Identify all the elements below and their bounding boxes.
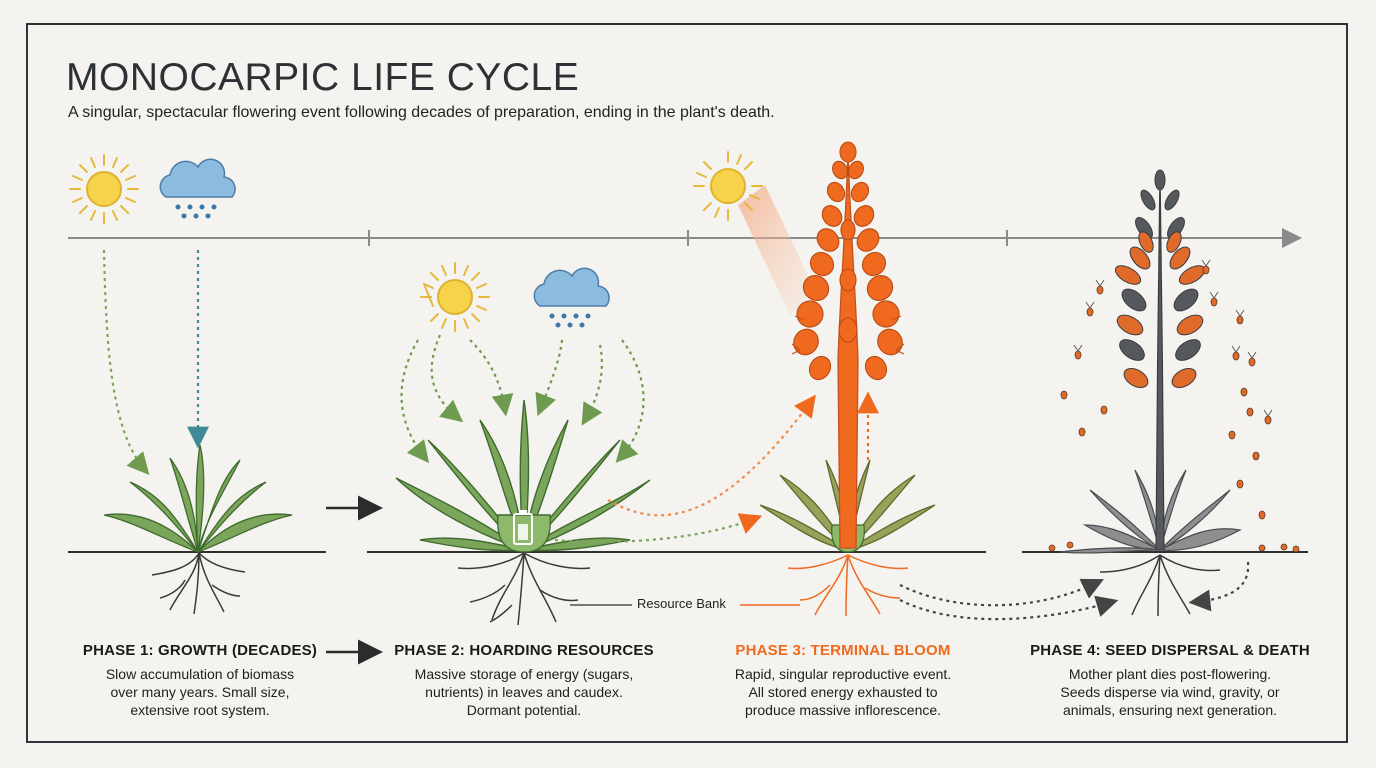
phase-1-caption: PHASE 1: GROWTH (DECADES) Slow accumulat… xyxy=(50,642,350,719)
energy-transfer-arrow xyxy=(607,394,816,517)
seed-dispersal-arrow xyxy=(899,578,1104,607)
battery-icon xyxy=(513,510,533,545)
phase-4-description: Mother plant dies post-flowering. Seeds … xyxy=(1060,666,1280,718)
dispersing-seeds xyxy=(1048,265,1300,553)
phase-3-description: Rapid, singular reproductive event. All … xyxy=(734,666,952,718)
phase-3-heading: PHASE 3: TERMINAL BLOOM xyxy=(735,642,951,659)
phase-2-heading: PHASE 2: HOARDING RESOURCES xyxy=(394,642,654,659)
diagram-frame xyxy=(26,23,1348,743)
timeline-axis xyxy=(68,228,1302,248)
phase-4-heading: PHASE 4: SEED DISPERSAL & DEATH xyxy=(1030,642,1310,659)
phase-1-description: Slow accumulation of biomass over many y… xyxy=(105,666,295,718)
terminal-bloom-plant xyxy=(759,141,936,617)
seed-wings xyxy=(1073,259,1273,417)
dying-plant xyxy=(1059,169,1242,617)
rain-cloud-icon xyxy=(533,267,610,328)
phase-2-caption: PHASE 2: HOARDING RESOURCES Massive stor… xyxy=(374,642,674,719)
seed-return-arrow xyxy=(1188,561,1250,612)
sun-icon xyxy=(693,151,763,221)
rain-cloud-icon xyxy=(159,158,236,219)
seed-dispersal-arrow-2 xyxy=(899,595,1119,621)
phase-3-caption: PHASE 3: TERMINAL BLOOM Rapid, singular … xyxy=(693,642,993,719)
sun-icon xyxy=(69,154,139,224)
young-rosette-plant xyxy=(103,444,293,615)
resource-bank-label: Resource Bank xyxy=(637,596,726,611)
diagram-subtitle: A singular, spectacular flowering event … xyxy=(68,104,775,121)
phase-4-caption: PHASE 4: SEED DISPERSAL & DEATH Mother p… xyxy=(1020,642,1320,719)
phase-1-heading: PHASE 1: GROWTH (DECADES) xyxy=(82,642,318,659)
sunlight-flow-arrow xyxy=(102,249,150,475)
phase-2-description: Massive storage of energy (sugars, nutri… xyxy=(414,666,634,718)
sunbeam xyxy=(738,185,815,315)
resource-inflow-arrows xyxy=(400,334,645,464)
hoarding-rosette-plant xyxy=(395,399,651,626)
sun-icon xyxy=(420,262,490,332)
diagram-title: MONOCARPIC LIFE CYCLE xyxy=(66,56,580,99)
